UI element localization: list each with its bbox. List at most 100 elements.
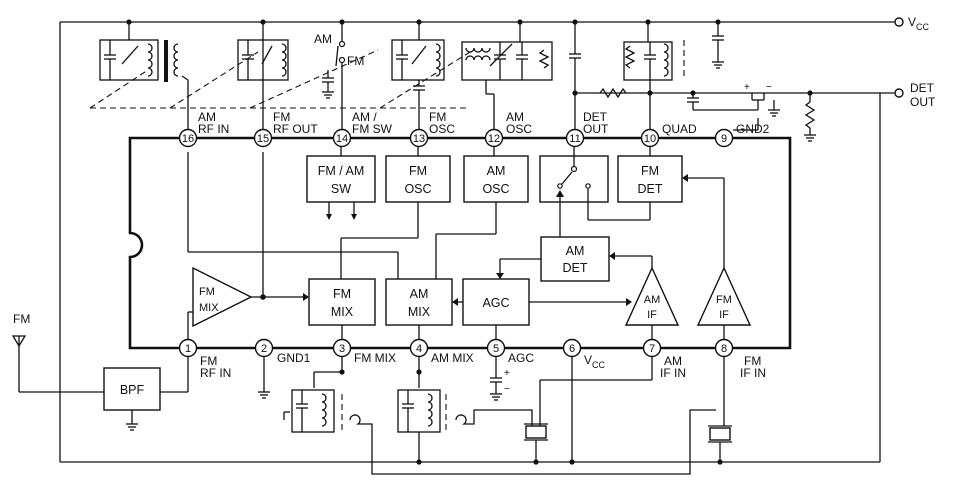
pin-row-top: 16 AM RF IN 15 FM RF OUT 14 AM / FM SW 1…	[178, 110, 770, 148]
pin-7-number: 7	[649, 343, 655, 355]
pin-14-label-2: FM SW	[352, 122, 393, 136]
pin-row-bottom: 1 FM RF IN 2 GND1 3 FM MIX 4 AM MIX 5 AG…	[178, 338, 767, 381]
pin-1-number: 1	[185, 343, 191, 355]
det-out-terminal[interactable]: DET OUT	[575, 81, 936, 109]
pin-2[interactable]: 2 GND1	[254, 338, 311, 366]
pin-14[interactable]: 14 AM / FM SW	[332, 110, 393, 148]
det-switch-block	[539, 144, 609, 203]
fm-det-label-1: FM	[641, 164, 659, 178]
fm-mix-block: FM MIX	[308, 278, 376, 326]
pin-6[interactable]: 6 V CC	[562, 338, 606, 371]
am-rf-tank	[99, 22, 179, 82]
pin-13-label-2: OSC	[429, 122, 455, 136]
pin-5-number: 5	[493, 343, 499, 355]
pin-11-label-1: DET	[583, 110, 608, 124]
pin-12-label-1: AM	[506, 110, 524, 124]
pin-8-label-1: FM	[744, 354, 761, 368]
pin-6-label: V	[584, 353, 592, 367]
pin-8[interactable]: 8 FM IF IN	[714, 338, 767, 381]
agc-cap: + −	[490, 357, 510, 401]
agc-polarity-minus: −	[504, 384, 510, 395]
fm-if-amp-label-2: IF	[719, 309, 729, 321]
switch-am-label: AM	[314, 32, 332, 46]
fm-osc-label-1: FM	[409, 164, 427, 178]
fm-rf-amp-label-1: FM	[199, 286, 215, 298]
am-if-filter	[524, 357, 653, 462]
pin-5-label: AGC	[508, 351, 534, 365]
am-osc-label-2: OSC	[482, 182, 509, 196]
fm-if-amp-label-1: FM	[716, 294, 732, 306]
fm-antenna: FM	[11, 312, 104, 393]
pin-16-number: 16	[182, 133, 194, 145]
am-osc-tank	[461, 22, 553, 130]
fm-if-amp: FM IF	[696, 266, 752, 326]
pin-2-label: GND1	[277, 351, 311, 365]
bpf-block: BPF	[103, 357, 189, 431]
pin-15-label-2: RF OUT	[273, 122, 318, 136]
pin-12-number: 12	[488, 133, 500, 145]
am-osc-label-1: AM	[487, 164, 506, 178]
pin-9-label: GND2	[736, 122, 770, 136]
am-det-label-1: AM	[566, 244, 585, 258]
pin-7[interactable]: 7 AM IF IN	[642, 338, 687, 381]
pin-11[interactable]: 11 DET OUT	[565, 110, 610, 148]
pin-9[interactable]: 9 GND2	[714, 122, 770, 148]
pin-10[interactable]: 10 QUAD	[640, 122, 698, 148]
pin-9-number: 9	[721, 133, 727, 145]
fm-mix-label-1: FM	[333, 287, 351, 301]
fm-am-sw-label-1: FM / AM	[318, 164, 365, 178]
pin-13[interactable]: 13 FM OSC	[409, 110, 456, 148]
fm-antenna-label: FM	[13, 312, 30, 326]
am-if-amp-label-2: IF	[647, 309, 657, 321]
vcc-rail	[59, 21, 895, 463]
pin-7-label-1: AM	[664, 354, 682, 368]
agc-label: AGC	[482, 296, 509, 310]
pin-11-label-2: OUT	[583, 122, 609, 136]
agc-polarity-plus: +	[504, 368, 510, 379]
fm-mix-label-2: MIX	[331, 305, 354, 319]
pin-15[interactable]: 15 FM RF OUT	[253, 110, 319, 148]
am-mix-block: AM MIX	[385, 278, 453, 326]
am-if-amp: AM IF	[624, 266, 680, 326]
bpf-label: BPF	[120, 383, 145, 397]
am-det-block: AM DET	[540, 236, 610, 282]
pin-12[interactable]: 12 AM OSC	[484, 110, 533, 148]
fm-rf-tank	[237, 22, 289, 130]
am-fm-switch[interactable]: AM FM	[314, 22, 364, 130]
pin-5[interactable]: 5 AGC	[486, 338, 535, 366]
gnd1-wiring	[258, 357, 270, 399]
vcc-bypass-cap	[712, 22, 724, 69]
gang-link	[89, 49, 471, 109]
fm-mix-tank	[283, 357, 716, 475]
pin-11-number: 11	[569, 133, 580, 145]
pin-7-label-2: IF IN	[660, 366, 686, 380]
pin-1[interactable]: 1 FM RF IN	[178, 338, 232, 381]
polarity-minus: −	[766, 82, 772, 93]
agc-block: AGC	[462, 278, 530, 326]
fm-rf-amp-label-2: MIX	[199, 302, 219, 314]
pin-16[interactable]: 16 AM RF IN	[178, 110, 230, 148]
ic-package	[128, 136, 792, 350]
fm-det-block: FM DET	[617, 144, 683, 203]
vcc-terminal[interactable]: V CC	[894, 15, 929, 32]
det-out-label-2: OUT	[910, 95, 936, 109]
pin-4[interactable]: 4 AM MIX	[409, 338, 474, 366]
pin-3[interactable]: 3 FM MIX	[332, 338, 397, 366]
pin-10-number: 10	[644, 133, 656, 145]
pin-8-number: 8	[721, 343, 727, 355]
vcc-label: V	[908, 15, 916, 29]
internal-wiring	[187, 152, 725, 341]
am-osc-block: AM OSC	[463, 144, 529, 203]
pin-14-number: 14	[336, 133, 348, 145]
fm-rf-amp: FM MIX	[192, 266, 253, 328]
fm-det-label-2: DET	[638, 182, 663, 196]
pin-15-label-1: FM	[273, 110, 290, 124]
pin-14-label-1: AM /	[352, 110, 377, 124]
pin-1-label-1: FM	[200, 354, 217, 368]
pin-6-number: 6	[569, 343, 575, 355]
switch-fm-label: FM	[347, 54, 364, 68]
pin-13-number: 13	[413, 133, 425, 145]
am-if-amp-label-1: AM	[644, 294, 661, 306]
vcc-label-sub: CC	[916, 22, 929, 32]
